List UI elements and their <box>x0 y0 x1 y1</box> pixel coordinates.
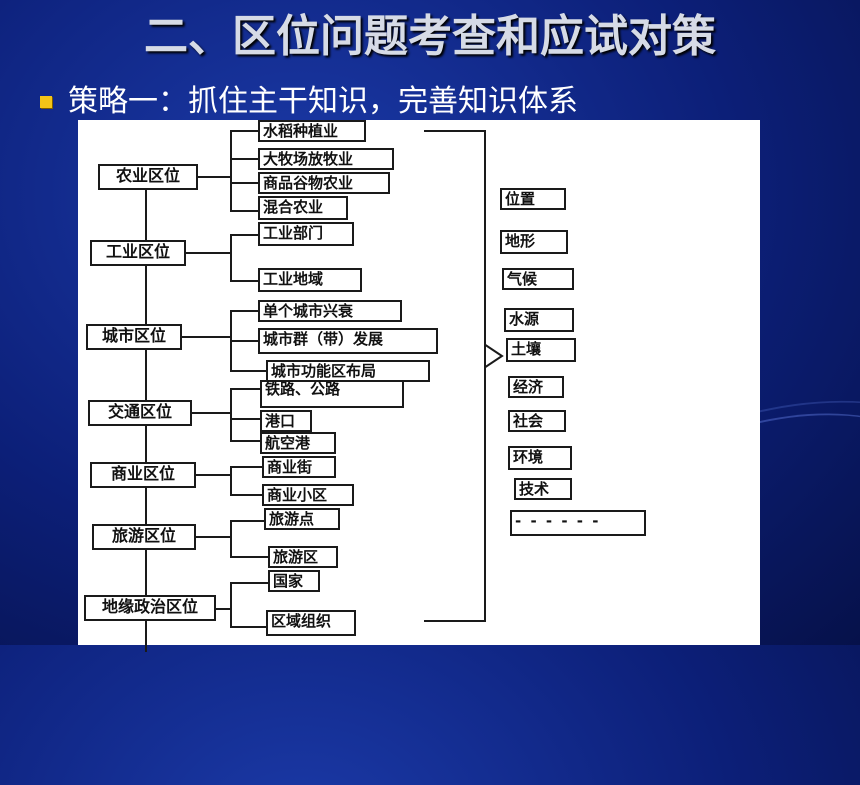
bracket <box>424 130 484 132</box>
agri-item: 商品谷物农业 <box>258 172 390 194</box>
factor-item: 环境 <box>508 446 572 470</box>
bracket <box>424 620 486 622</box>
factor-item-more: - - - - - - <box>510 510 646 536</box>
tourism-item: 旅游区 <box>268 546 338 568</box>
factor-item: 社会 <box>508 410 566 432</box>
industry-item: 工业部门 <box>258 222 354 246</box>
agri-item: 混合农业 <box>258 196 348 220</box>
bullet-text: 策略一：抓住主干知识，完善知识体系 <box>68 84 578 119</box>
bracket <box>484 130 486 620</box>
factor-item: 地形 <box>500 230 568 254</box>
node-industry: 工业区位 <box>90 240 186 266</box>
knowledge-diagram: 农业区位 工业区位 城市区位 交通区位 商业区位 旅游区位 地缘政治区位 水稻种… <box>78 120 760 652</box>
factor-item: 经济 <box>508 376 564 398</box>
node-transport: 交通区位 <box>88 400 192 426</box>
factor-item: 土壤 <box>506 338 576 362</box>
geo-item: 区域组织 <box>266 610 356 636</box>
transport-item: 航空港 <box>260 432 336 454</box>
geo-item: 国家 <box>268 570 320 592</box>
node-commerce: 商业区位 <box>90 462 196 488</box>
slide-title: 二、区位问题考查和应试对策 <box>144 11 716 62</box>
bracket-tip <box>484 344 504 368</box>
transport-item: 港口 <box>260 410 312 432</box>
agri-item: 水稻种植业 <box>258 120 366 142</box>
factor-item: 水源 <box>504 308 574 332</box>
agri-item: 大牧场放牧业 <box>258 148 394 170</box>
node-city: 城市区位 <box>86 324 182 350</box>
factor-item: 位置 <box>500 188 566 210</box>
tourism-item: 旅游点 <box>264 508 340 530</box>
commerce-item: 商业小区 <box>262 484 354 506</box>
factor-item: 气候 <box>502 268 574 290</box>
bullet-square-icon <box>40 96 52 108</box>
city-item: 城市功能区布局 <box>266 360 430 382</box>
city-item: 单个城市兴衰 <box>258 300 402 322</box>
factor-item: 技术 <box>514 478 572 500</box>
city-item: 城市群（带）发展 <box>258 328 438 354</box>
industry-item: 工业地域 <box>258 268 362 292</box>
transport-item: 铁路、公路 <box>260 380 404 408</box>
node-geopolitics: 地缘政治区位 <box>84 595 216 621</box>
commerce-item: 商业街 <box>262 456 336 478</box>
node-tourism: 旅游区位 <box>92 524 196 550</box>
node-agriculture: 农业区位 <box>98 164 198 190</box>
